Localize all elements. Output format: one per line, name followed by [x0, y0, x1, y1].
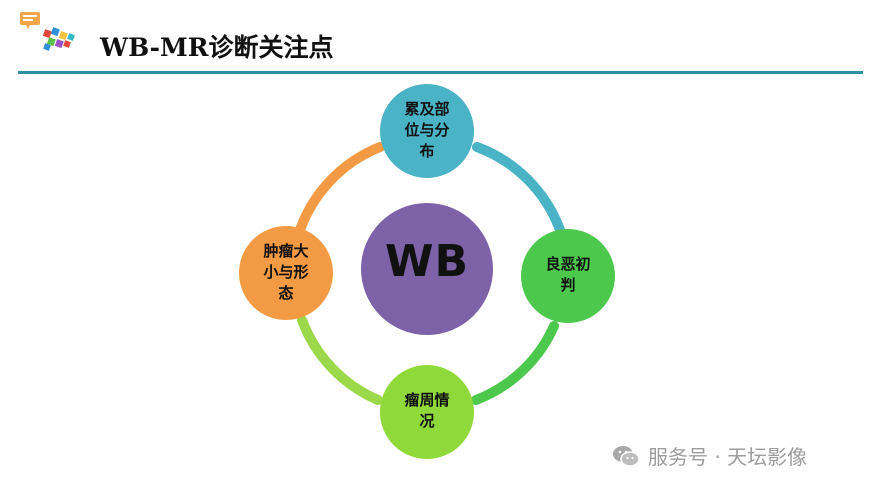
arc-left-top: [293, 142, 385, 241]
node-top-label: 累及部 位与分 布: [404, 100, 450, 160]
node-right-circle: [521, 229, 615, 323]
node-bottom-label: 瘤周情 况: [404, 391, 450, 430]
center-circle: [361, 203, 493, 335]
node-left-label: 肿瘤大 小与形 态: [263, 242, 309, 302]
node-right-label: 良恶初 判: [545, 255, 591, 294]
center-label: WB: [384, 236, 470, 287]
arc-right-bottom: [471, 321, 559, 405]
watermark-text: 服务号 · 天坛影像: [648, 445, 808, 469]
arc-bottom-left: [297, 315, 383, 405]
wechat-icon: [613, 445, 640, 467]
node-top-circle: [380, 84, 474, 178]
watermark: 服务号 · 天坛影像: [612, 441, 807, 470]
page-title: WB-MR诊断关注点: [100, 33, 334, 62]
node-left-circle: [239, 226, 333, 320]
title-divider: [18, 71, 863, 74]
arc-top-right: [472, 142, 565, 235]
node-bottom-circle: [380, 365, 474, 459]
logo-icon: [20, 12, 75, 51]
